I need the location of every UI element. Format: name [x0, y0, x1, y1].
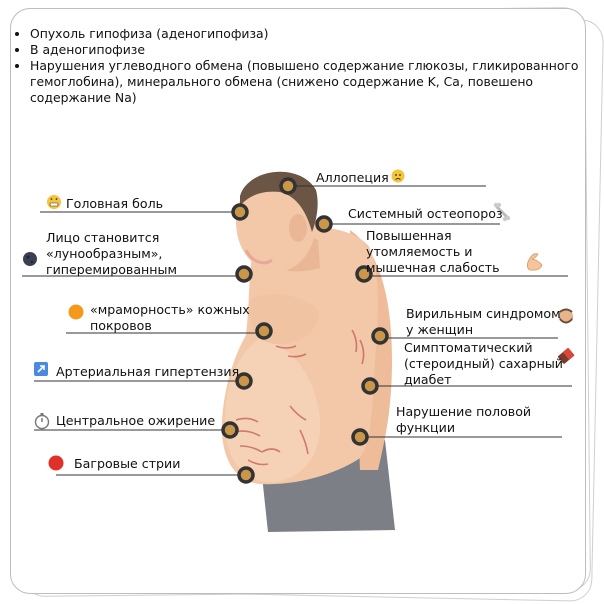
label-face-line: «лунообразным»,	[46, 246, 163, 261]
cheek	[244, 249, 273, 265]
label-sexual-line: функции	[396, 420, 456, 435]
label-alopecia: Аллопеция	[316, 170, 389, 185]
marker-headache	[231, 203, 249, 221]
label-diabetes: Симптоматический (стероидный) сахарный д…	[404, 340, 563, 388]
marker-osteoporosis	[315, 215, 333, 233]
intro-list: Опухоль гипофиза (аденогипофиза) В адено…	[14, 26, 590, 106]
label-face-line: Лицо становится	[46, 230, 160, 245]
marker-alopecia	[279, 177, 297, 195]
label-fatigue-line: утомляемость и	[366, 244, 473, 259]
marker-diabetes	[361, 377, 379, 395]
label-marble-line: «мраморность» кожных	[90, 302, 250, 317]
label-virilism-line: у женщин	[406, 322, 474, 337]
moon-face-icon	[23, 252, 37, 266]
intro-item: В аденогипофизе	[30, 42, 590, 58]
label-obesity: Центральное ожирение	[56, 413, 216, 428]
label-face: Лицо становится «лунообразным», гипереми…	[46, 230, 177, 278]
chocolate-bar-icon	[558, 347, 575, 364]
marker-fatigue	[355, 265, 373, 283]
arrow-up-right-icon	[34, 362, 48, 376]
label-diabetes-line: (стероидный) сахарный	[404, 356, 563, 371]
marker-obesity	[221, 421, 239, 439]
label-face-line: гиперемированным	[46, 262, 177, 277]
label-hypertension: Артериальная гипертензия	[56, 364, 240, 379]
label-marble: «мраморность» кожных покровов	[90, 302, 250, 334]
marker-striae	[237, 466, 255, 484]
label-sexual-line: Нарушение половой	[396, 404, 532, 419]
label-headache: Головная боль	[66, 196, 164, 211]
hair	[240, 171, 318, 232]
label-fatigue: Повышенная утомляемость и мышечная слабо…	[366, 228, 500, 276]
leader-lines	[22, 185, 572, 476]
bone-icon	[493, 202, 511, 222]
marker-hypertension	[235, 372, 253, 390]
human-figure	[221, 171, 395, 532]
striae-marks	[233, 329, 365, 466]
red-circle-icon	[48, 455, 64, 471]
label-sexual: Нарушение половой функции	[396, 404, 531, 436]
label-diabetes-line: диабет	[404, 372, 452, 387]
marker-marble	[255, 322, 273, 340]
ear	[289, 214, 307, 242]
orange-circle-icon	[68, 304, 84, 320]
label-fatigue-line: Повышенная	[366, 228, 452, 243]
bearded-face-icon	[559, 308, 573, 324]
label-virilism: Вирильным синдромом у женщин	[406, 306, 561, 338]
marker-sexual	[351, 428, 369, 446]
sad-face-icon	[391, 169, 405, 183]
marker-virilism	[371, 327, 389, 345]
label-fatigue-line: мышечная слабость	[366, 260, 500, 275]
label-diabetes-line: Симптоматический	[404, 340, 533, 355]
label-osteoporosis: Системный остеопороз	[348, 206, 503, 221]
grimace-face-icon	[47, 195, 61, 209]
marker-face	[235, 265, 253, 283]
label-marble-line: покровов	[90, 318, 152, 333]
emoji-icons	[23, 169, 575, 471]
label-virilism-line: Вирильным синдромом	[406, 306, 561, 321]
intro-item: Опухоль гипофиза (аденогипофиза)	[30, 26, 590, 42]
stopwatch-icon	[34, 413, 50, 430]
intro-item: Нарушения углеводного обмена (повышено с…	[30, 58, 590, 106]
flexed-biceps-icon	[526, 253, 543, 271]
label-striae: Багровые стрии	[74, 456, 181, 471]
symptom-markers	[221, 177, 389, 484]
